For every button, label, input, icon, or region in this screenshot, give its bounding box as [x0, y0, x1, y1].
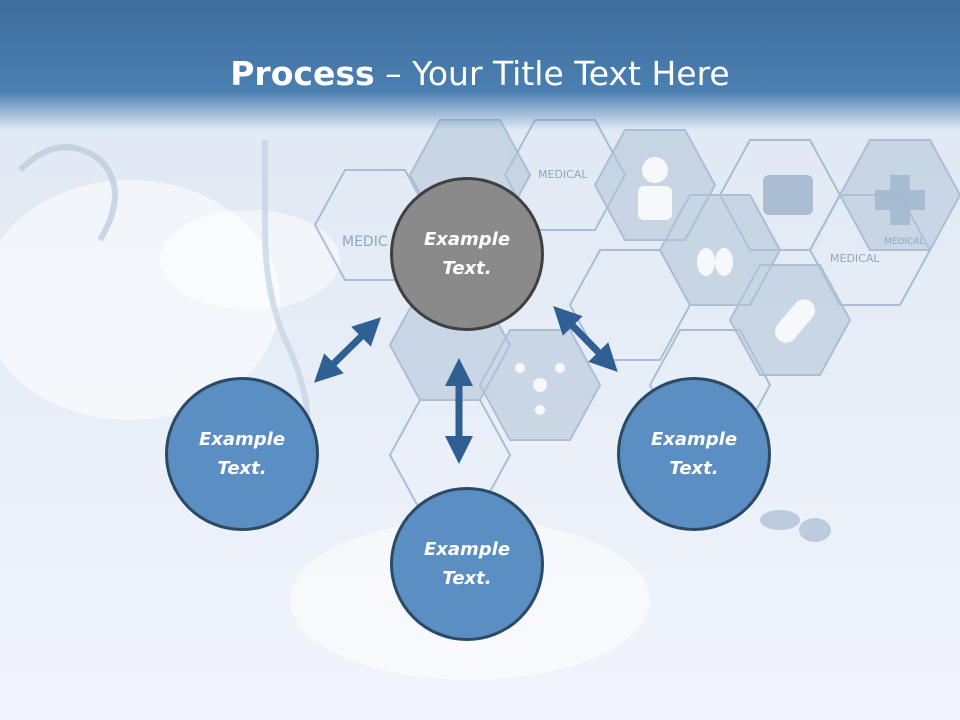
title-rest: – Your Title Text Here — [374, 54, 730, 93]
stethoscope-shape — [17, 144, 118, 242]
medical-label: MEDICAL — [884, 237, 925, 247]
drop-icon — [715, 248, 733, 276]
node-label: Example Text. — [650, 429, 738, 479]
person-icon — [642, 157, 668, 183]
slide-title: Process – Your Title Text Here — [0, 52, 960, 96]
arrow-top-left — [313, 317, 382, 383]
medical-label: MEDICAL — [538, 168, 588, 181]
process-node-bottom[interactable]: Example Text. — [390, 487, 544, 641]
world-map-shape — [760, 510, 831, 542]
molecule-icon — [515, 363, 525, 373]
title-bar — [0, 0, 960, 130]
node-label: Example Text. — [423, 539, 511, 589]
node-label: Example Text. — [198, 429, 286, 479]
pill-icon — [775, 299, 815, 343]
node-label: Example Text. — [423, 229, 511, 279]
molecule-icon — [535, 405, 545, 415]
medical-labels: MEDICAL MEDIC MEDICAL MEDICAL — [342, 168, 925, 265]
molecule-icon — [533, 378, 547, 392]
process-node-left[interactable]: Example Text. — [165, 377, 319, 531]
cross-icons — [763, 175, 925, 225]
arrow-top-right — [553, 305, 618, 373]
drop-icon — [697, 248, 715, 276]
process-node-right[interactable]: Example Text. — [617, 377, 771, 531]
process-node-top[interactable]: Example Text. — [390, 177, 544, 331]
medical-label: MEDIC — [342, 234, 388, 250]
title-strong: Process — [230, 54, 375, 93]
medical-label: MEDICAL — [830, 252, 880, 265]
glove-shape — [160, 210, 340, 310]
